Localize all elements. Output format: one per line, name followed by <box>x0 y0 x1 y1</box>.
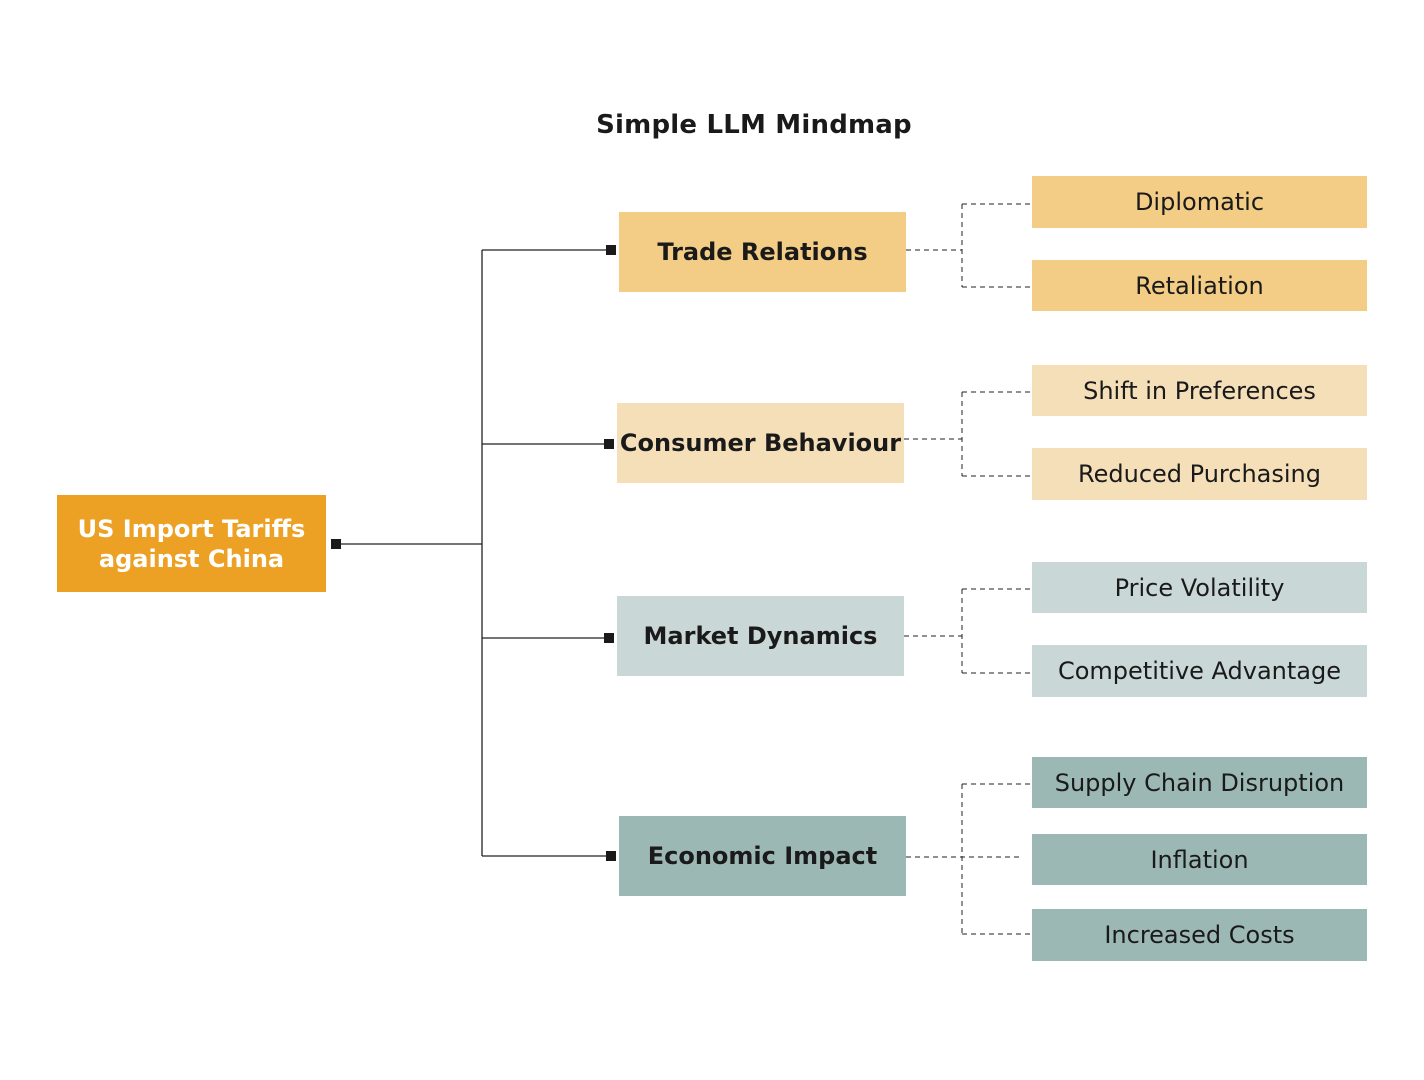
root-marker <box>331 539 341 549</box>
leaf-label: Diplomatic <box>1134 188 1265 216</box>
root-node: US Import Tariffs against China <box>57 495 326 592</box>
leaf-node-reduced-purchasing: Reduced Purchasing <box>1032 448 1367 500</box>
branch-node-trade-relations: Trade Relations <box>619 212 906 292</box>
branch-node-consumer-behaviour: Consumer Behaviour <box>617 403 904 483</box>
branch-label: Trade Relations <box>657 238 868 266</box>
branch-node-economic-impact: Economic Impact <box>619 816 906 896</box>
branch-node-market-dynamics: Market Dynamics <box>617 596 904 676</box>
leaf-node-shift-in-preferences: Shift in Preferences <box>1032 365 1367 416</box>
leaf-label: Inflation <box>1150 845 1249 874</box>
leaf-node-increased-costs: Increased Costs <box>1032 909 1367 961</box>
leaf-node-competitive-advantage: Competitive Advantage <box>1032 645 1367 697</box>
diagram-title: Simple LLM Mindmap <box>596 110 912 140</box>
leaf-node-price-volatility: Price Volatility <box>1032 562 1367 613</box>
leaf-node-retaliation: Retaliation <box>1032 260 1367 311</box>
branch-marker-economic <box>606 851 616 861</box>
branch-label: Market Dynamics <box>643 622 878 650</box>
root-label-line2: against China <box>98 544 285 573</box>
leaf-label: Reduced Purchasing <box>1078 460 1321 488</box>
leaf-label: Increased Costs <box>1104 921 1295 949</box>
leaf-label: Price Volatility <box>1114 573 1285 602</box>
branch-label: Consumer Behaviour <box>619 429 902 457</box>
leaf-node-supply-chain-disruption: Supply Chain Disruption <box>1032 757 1367 808</box>
leaf-node-diplomatic: Diplomatic <box>1032 176 1367 228</box>
leaf-label: Competitive Advantage <box>1057 657 1342 685</box>
branch-marker-consumer <box>604 439 614 449</box>
branch-marker-trade <box>606 245 616 255</box>
branch-label: Economic Impact <box>647 842 878 870</box>
leaf-label: Supply Chain Disruption <box>1054 768 1345 797</box>
root-label-line1: US Import Tariffs <box>77 514 306 543</box>
leaf-node-inflation: Inflation <box>1032 834 1367 885</box>
leaf-label: Shift in Preferences <box>1083 376 1316 405</box>
branch-marker-market <box>604 633 614 643</box>
leaf-label: Retaliation <box>1135 271 1264 300</box>
